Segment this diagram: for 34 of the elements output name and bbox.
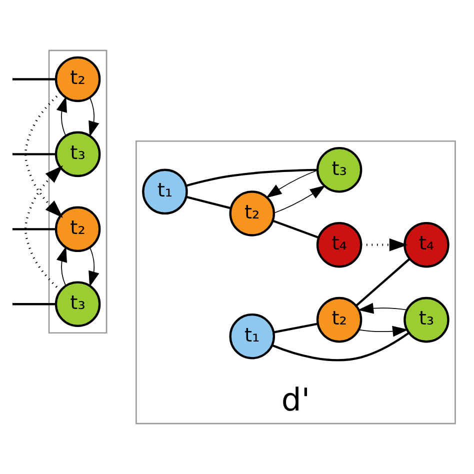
connector (12, 303, 56, 306)
connector (186, 168, 318, 187)
connector (12, 78, 56, 80)
node-circle: t₁ (142, 168, 188, 215)
node-circle: t₁ (229, 314, 276, 360)
connector (272, 220, 320, 239)
connector (186, 196, 232, 210)
arrow (274, 185, 326, 214)
arrow (24, 92, 63, 218)
node-circle: t₃ (404, 296, 450, 343)
node-circle: t₂ (54, 206, 101, 252)
connector (273, 322, 318, 334)
arrow (24, 165, 63, 292)
arrow (56, 246, 67, 286)
connector (12, 153, 56, 156)
node-circle: t₃ (54, 131, 101, 178)
node-circle: t₄ (316, 222, 362, 268)
cluster (48, 50, 108, 334)
node-circle: t₃ (316, 147, 362, 193)
arrow (358, 326, 408, 337)
node-circle: t₂ (316, 296, 362, 343)
node-circle: t₄ (404, 222, 450, 268)
arrow (358, 302, 408, 314)
connector (12, 228, 56, 230)
connector (356, 258, 410, 307)
node-circle: t₂ (229, 190, 276, 236)
node-circle: t₂ (54, 56, 101, 102)
arrow (56, 96, 67, 136)
node-circle: t₃ (54, 281, 101, 327)
arrow (88, 97, 100, 138)
arrow (88, 247, 100, 287)
arrow (266, 170, 318, 198)
connector (272, 332, 410, 362)
arrow (361, 238, 408, 252)
